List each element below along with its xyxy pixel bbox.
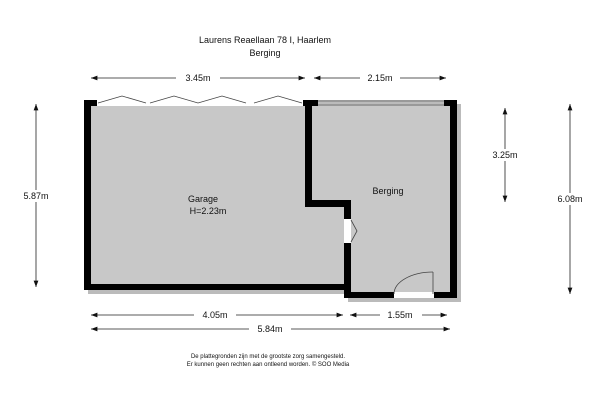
berging-floor: [312, 106, 450, 292]
room-label-berging: Berging: [372, 186, 403, 196]
dim-bottom-total: 5.84m: [257, 324, 282, 334]
floor-title: Berging: [249, 48, 280, 58]
entry-door[interactable]: [393, 271, 434, 298]
dim-top-berging: 2.15m: [367, 73, 392, 83]
address-title: Laurens Reaellaan 78 I, Haarlem: [199, 35, 331, 45]
garage-door[interactable]: [97, 95, 303, 106]
dim-left: 5.87m: [23, 191, 48, 201]
internal-door[interactable]: [344, 219, 358, 243]
dim-right-outer: 6.08m: [557, 194, 582, 204]
room-height-garage: H=2.23m: [190, 206, 227, 216]
room-label-garage: Garage: [188, 194, 218, 204]
disclaimer-line-1: De plattegronden zijn met de grootste zo…: [191, 354, 345, 360]
garage-floor: [91, 106, 344, 284]
berging-window: [318, 100, 444, 106]
disclaimer-line-2: Er kunnen geen rechten aan ontleend word…: [187, 361, 350, 368]
dim-bottom-berging: 1.55m: [387, 310, 412, 320]
dim-top-garage: 3.45m: [185, 73, 210, 83]
dim-right-inner: 3.25m: [492, 150, 517, 160]
dim-bottom-garage: 4.05m: [202, 310, 227, 320]
